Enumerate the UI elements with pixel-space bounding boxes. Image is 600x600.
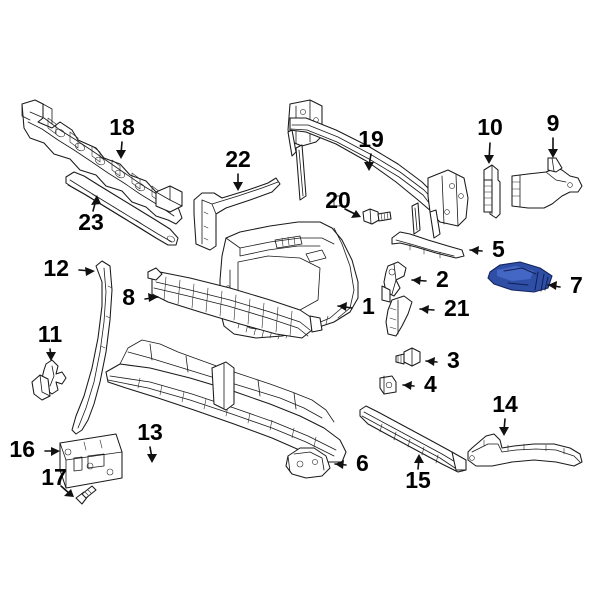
callout-label-13: 13 bbox=[137, 419, 163, 445]
callout-label-7: 7 bbox=[570, 272, 583, 298]
callout-15[interactable]: 15 bbox=[405, 454, 431, 493]
callout-label-11: 11 bbox=[38, 321, 63, 347]
part-retainer-clip[interactable] bbox=[379, 375, 397, 395]
part-side-retainer[interactable] bbox=[31, 359, 67, 401]
callout-13[interactable]: 13 bbox=[137, 419, 163, 463]
callout-label-18: 18 bbox=[109, 114, 135, 140]
callout-label-23: 23 bbox=[78, 209, 104, 235]
callout-19[interactable]: 19 bbox=[358, 126, 384, 171]
callout-21[interactable]: 21 bbox=[419, 295, 470, 321]
callout-label-22: 22 bbox=[225, 146, 251, 172]
callout-5[interactable]: 5 bbox=[469, 236, 505, 262]
callout-label-4: 4 bbox=[424, 371, 437, 397]
part-screw-tapping[interactable] bbox=[75, 485, 97, 505]
part-air-deflector-bracket-highlighted[interactable] bbox=[487, 261, 553, 293]
part-lower-valance[interactable] bbox=[105, 339, 347, 463]
callout-22[interactable]: 22 bbox=[225, 146, 251, 191]
callout-12[interactable]: 12 bbox=[43, 255, 95, 281]
callout-label-8: 8 bbox=[122, 284, 135, 310]
part-upper-grille[interactable] bbox=[147, 267, 323, 339]
callout-label-3: 3 bbox=[447, 347, 460, 373]
part-side-extension-panel[interactable] bbox=[193, 177, 281, 251]
callout-1[interactable]: 1 bbox=[337, 293, 375, 319]
callout-label-12: 12 bbox=[43, 255, 69, 281]
callout-3[interactable]: 3 bbox=[425, 347, 460, 373]
callout-23[interactable]: 23 bbox=[78, 195, 104, 235]
callout-label-16: 16 bbox=[9, 436, 35, 462]
callout-7[interactable]: 7 bbox=[547, 272, 583, 298]
callout-9[interactable]: 9 bbox=[547, 110, 560, 158]
callout-label-2: 2 bbox=[436, 266, 449, 292]
callout-label-21: 21 bbox=[444, 295, 470, 321]
callout-label-6: 6 bbox=[356, 450, 369, 476]
callout-label-19: 19 bbox=[358, 126, 384, 152]
part-lower-trim-molding-right[interactable] bbox=[467, 433, 583, 467]
callout-10[interactable]: 10 bbox=[477, 114, 503, 164]
callout-label-1: 1 bbox=[362, 293, 375, 319]
callout-label-5: 5 bbox=[492, 236, 505, 262]
callout-label-9: 9 bbox=[547, 110, 560, 136]
callout-2[interactable]: 2 bbox=[411, 266, 449, 292]
part-bracket-small-left[interactable] bbox=[381, 261, 407, 303]
part-energy-absorber-strip[interactable] bbox=[65, 171, 179, 246]
part-bumper-reinforcement-bar[interactable] bbox=[287, 99, 469, 239]
part-license-plate-bracket[interactable] bbox=[59, 433, 123, 489]
callout-17[interactable]: 17 bbox=[41, 464, 74, 497]
callout-label-14: 14 bbox=[492, 391, 518, 417]
callout-label-15: 15 bbox=[405, 467, 431, 493]
callout-layer: 1 2 3 4 5 6 bbox=[9, 110, 583, 497]
callout-label-20: 20 bbox=[325, 187, 351, 213]
callout-11[interactable]: 11 bbox=[38, 321, 63, 361]
part-impact-absorber[interactable] bbox=[21, 99, 183, 225]
callout-18[interactable]: 18 bbox=[109, 114, 135, 159]
callout-14[interactable]: 14 bbox=[492, 391, 518, 436]
part-lower-support-bracket[interactable] bbox=[285, 447, 331, 479]
callout-16[interactable]: 16 bbox=[9, 436, 60, 462]
callout-label-17: 17 bbox=[41, 464, 67, 490]
callout-8[interactable]: 8 bbox=[122, 284, 159, 310]
part-side-seal-strip[interactable] bbox=[483, 164, 501, 219]
part-bracket-small-right[interactable] bbox=[385, 295, 413, 337]
part-bolt-flange[interactable] bbox=[395, 347, 421, 367]
part-lower-trim-strip[interactable] bbox=[359, 405, 467, 473]
callout-label-10: 10 bbox=[477, 114, 503, 140]
callout-6[interactable]: 6 bbox=[334, 450, 369, 476]
part-bumper-side-guide[interactable] bbox=[71, 260, 113, 435]
callout-4[interactable]: 4 bbox=[402, 371, 437, 397]
callout-20[interactable]: 20 bbox=[325, 187, 361, 218]
part-upper-filler-bracket[interactable] bbox=[391, 231, 465, 259]
part-air-duct-right[interactable] bbox=[511, 157, 583, 209]
part-bolt-hex-flange[interactable] bbox=[362, 208, 392, 225]
